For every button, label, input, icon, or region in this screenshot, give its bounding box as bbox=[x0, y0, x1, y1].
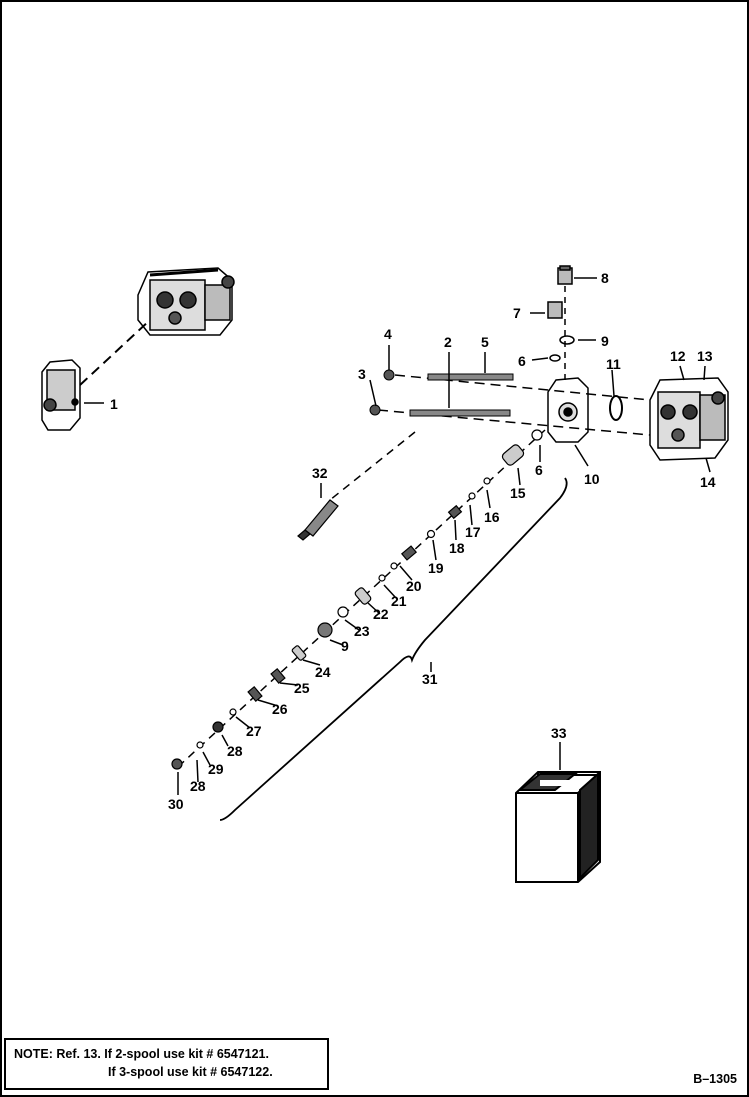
tie-rod-part-2 bbox=[409, 409, 511, 417]
cap-part-8 bbox=[557, 265, 573, 285]
callout-15: 15 bbox=[510, 485, 526, 501]
callout-33: 33 bbox=[551, 725, 567, 741]
callout-17: 17 bbox=[465, 524, 481, 540]
callout-28a: 28 bbox=[227, 743, 243, 759]
note-line-1: NOTE: Ref. 13. If 2-spool use kit # 6547… bbox=[14, 1047, 269, 1061]
callout-28b: 28 bbox=[190, 778, 206, 794]
plug-part-7 bbox=[547, 301, 563, 319]
callout-30: 30 bbox=[168, 796, 184, 812]
callout-12: 12 bbox=[670, 348, 686, 364]
callout-16: 16 bbox=[484, 509, 500, 525]
callout-20: 20 bbox=[406, 578, 422, 594]
valve-assembly-right bbox=[649, 377, 729, 461]
callout-24: 24 bbox=[315, 664, 331, 680]
note-box: NOTE: Ref. 13. If 2-spool use kit # 6547… bbox=[4, 1038, 329, 1090]
callout-7: 7 bbox=[513, 305, 521, 321]
leader-dashed bbox=[329, 431, 416, 501]
kit-box-part-33 bbox=[515, 771, 601, 883]
callout-22: 22 bbox=[373, 606, 389, 622]
leader-dashed bbox=[377, 409, 651, 436]
callout-9a: 9 bbox=[601, 333, 609, 349]
callout-3: 3 bbox=[358, 366, 366, 382]
spool-part-32 bbox=[297, 499, 339, 541]
callout-21: 21 bbox=[391, 593, 407, 609]
callout-13: 13 bbox=[697, 348, 713, 364]
callout-1: 1 bbox=[110, 396, 118, 412]
callout-25: 25 bbox=[294, 680, 310, 696]
callout-4: 4 bbox=[384, 326, 392, 342]
detent-block-part-1 bbox=[41, 359, 81, 431]
housing-part-10 bbox=[547, 377, 589, 443]
callout-23: 23 bbox=[354, 623, 370, 639]
callout-31: 31 bbox=[422, 671, 438, 687]
callout-6a: 6 bbox=[518, 353, 526, 369]
callout-9b: 9 bbox=[341, 638, 349, 654]
callout-5: 5 bbox=[481, 334, 489, 350]
callout-10: 10 bbox=[584, 471, 600, 487]
callout-18: 18 bbox=[449, 540, 465, 556]
spool-parts bbox=[171, 429, 543, 770]
note-line-2: If 3-spool use kit # 6547122. bbox=[108, 1065, 273, 1079]
figure-id: B–1305 bbox=[693, 1072, 737, 1086]
callout-2: 2 bbox=[444, 334, 452, 350]
callout-26: 26 bbox=[272, 701, 288, 717]
callout-19: 19 bbox=[428, 560, 444, 576]
leader-dashed bbox=[79, 319, 151, 386]
bracket-part-31 bbox=[219, 477, 568, 821]
valve-assembly-left bbox=[137, 267, 235, 336]
o-ring-part-6 bbox=[549, 354, 561, 362]
o-ring-part-11 bbox=[609, 395, 623, 421]
callout-leaders bbox=[84, 277, 711, 795]
callout-27: 27 bbox=[246, 723, 262, 739]
callout-11: 11 bbox=[606, 356, 621, 372]
callout-14: 14 bbox=[700, 474, 716, 490]
nut-part-4 bbox=[383, 369, 395, 381]
o-ring-part-9 bbox=[559, 335, 575, 345]
callout-32: 32 bbox=[312, 465, 328, 481]
tie-rod-part-5 bbox=[427, 373, 514, 381]
spool-axis-dashed bbox=[179, 429, 546, 766]
callout-8: 8 bbox=[601, 270, 609, 286]
callout-6b: 6 bbox=[535, 462, 543, 478]
leader-dashed bbox=[394, 374, 651, 401]
callout-labels: 1 2 3 4 5 6 6 7 8 9 9 10 11 12 13 14 15 … bbox=[110, 270, 716, 812]
nut-part-3 bbox=[369, 404, 381, 416]
callout-29: 29 bbox=[208, 761, 224, 777]
